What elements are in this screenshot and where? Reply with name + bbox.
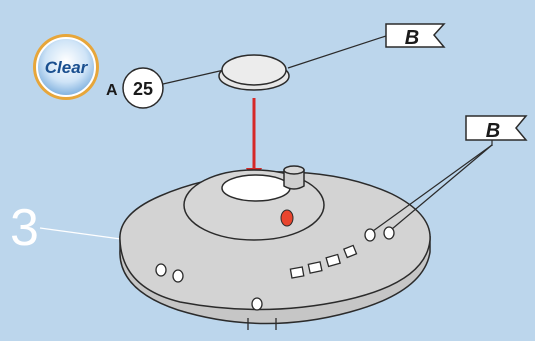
part-leader-line — [162, 69, 225, 85]
b-port — [364, 228, 376, 242]
flag-leader-line — [391, 144, 493, 230]
step-leader-line — [39, 227, 129, 241]
flag-letter: B — [405, 27, 419, 49]
badge-label: Clear — [45, 58, 89, 77]
flag-icon: B — [385, 23, 446, 49]
b-port — [383, 226, 395, 240]
flag-icon: B — [465, 115, 528, 146]
flag-letter: B — [486, 120, 500, 142]
clear-dome-part — [218, 54, 290, 91]
red-light — [280, 209, 294, 227]
saucer-model — [119, 165, 431, 330]
part-number: 25 — [133, 79, 153, 99]
part-letter: A — [106, 82, 118, 99]
step-number: 3 — [10, 199, 39, 257]
flag-leader-line — [372, 144, 493, 232]
clear-paint-badge-icon: Clear — [33, 34, 99, 100]
flag-leader-line — [287, 35, 387, 69]
part-number-circle — [122, 67, 164, 109]
